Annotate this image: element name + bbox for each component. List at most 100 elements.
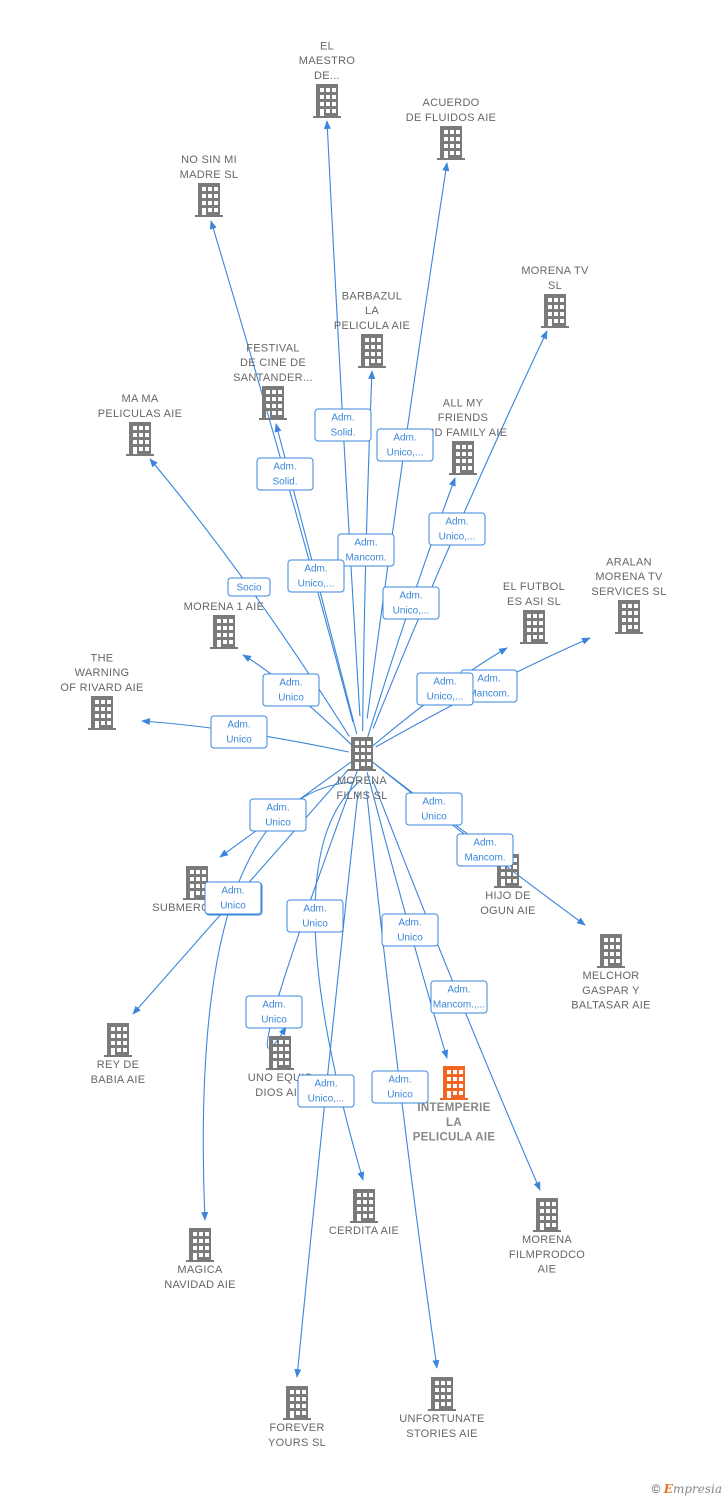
edge-role-box[interactable] xyxy=(287,559,345,593)
edge-role-box[interactable] xyxy=(262,673,320,707)
edge-role-submergence[interactable]: Adm.Unico xyxy=(249,798,307,832)
edge-role-melchor[interactable]: Adm.Mancom. xyxy=(456,833,514,867)
edge-role-box[interactable] xyxy=(227,577,271,597)
edge-role-nosinmi[interactable]: Adm.Solid. xyxy=(256,457,314,491)
edge-role-box[interactable] xyxy=(249,798,307,832)
edge-role-box[interactable] xyxy=(256,457,314,491)
node-label: PELICULAS AIE xyxy=(98,408,183,420)
building-icon[interactable] xyxy=(358,334,386,368)
edge-role-box[interactable] xyxy=(314,408,372,442)
edge-role-box[interactable] xyxy=(376,428,434,462)
edge-role-box[interactable] xyxy=(371,1070,429,1104)
node-label: MORENA TV xyxy=(521,265,589,277)
building-icon[interactable] xyxy=(104,1023,132,1057)
edge-role-text: Unico xyxy=(220,901,246,912)
edge-role-magica[interactable]: Adm.Unico xyxy=(204,881,262,915)
edge-role-box[interactable] xyxy=(405,792,463,826)
building-icon[interactable] xyxy=(440,1066,468,1100)
node-label: ARALAN xyxy=(606,556,652,568)
node-label: THE xyxy=(91,652,114,664)
edge-role-box[interactable] xyxy=(286,899,344,933)
building-icon[interactable] xyxy=(313,84,341,118)
edge-role-text: Unico xyxy=(387,1090,413,1101)
edge-role-box[interactable] xyxy=(204,881,262,915)
edge-role-forever[interactable]: Adm.Unico,... xyxy=(297,1074,355,1108)
building-icon[interactable] xyxy=(428,1377,456,1411)
edge-role-box[interactable] xyxy=(428,512,486,546)
building-icon[interactable] xyxy=(437,126,465,160)
edge-role-text: Socio xyxy=(236,583,261,594)
edge-role-box[interactable] xyxy=(297,1074,355,1108)
edge-role-unoequis[interactable]: Adm.Unico xyxy=(245,995,303,1029)
building-icon[interactable] xyxy=(283,1386,311,1420)
node-cerdita[interactable]: CERDITA AIE xyxy=(329,1189,399,1237)
building-icon[interactable] xyxy=(533,1198,561,1232)
building-icon[interactable] xyxy=(449,441,477,475)
edge-role-text: Adm. xyxy=(304,564,327,575)
building-icon[interactable] xyxy=(541,294,569,328)
node-label: BARBAZUL xyxy=(342,290,402,302)
building-icon[interactable] xyxy=(520,610,548,644)
building-icon[interactable] xyxy=(210,615,238,649)
edge-role-morena1[interactable]: Adm.Unico xyxy=(262,673,320,707)
node-maestro[interactable]: ELMAESTRODE... xyxy=(299,40,356,118)
building-icon[interactable] xyxy=(259,386,287,420)
node-morena1[interactable]: MORENA 1 AIE xyxy=(184,601,265,649)
edge-role-box[interactable] xyxy=(456,833,514,867)
building-icon[interactable] xyxy=(186,1228,214,1262)
edge-role-box[interactable] xyxy=(416,672,474,706)
edge-role-festival[interactable]: Adm. Unico,... xyxy=(287,559,345,593)
edge-role-warning[interactable]: Adm.Unico xyxy=(210,715,268,749)
edge-role-box[interactable] xyxy=(337,533,395,567)
edge-role-text: Adm. xyxy=(303,904,326,915)
edge-role-cerdita[interactable]: Adm. Unico xyxy=(286,899,344,933)
edge-role-text: Unico xyxy=(302,919,328,930)
edge-role-futbol[interactable]: Adm.Unico,... xyxy=(416,672,474,706)
building-icon[interactable] xyxy=(615,600,643,634)
edge-role-morenatv[interactable]: Adm.Unico,... xyxy=(428,512,486,546)
edge-role-unfortunate[interactable]: Adm.Unico xyxy=(371,1070,429,1104)
edge-role-box[interactable] xyxy=(245,995,303,1029)
edge-role-box[interactable] xyxy=(430,980,488,1014)
edge-role-barbazul[interactable]: Adm.Mancom. xyxy=(337,533,395,567)
edge-role-filmprodco[interactable]: Adm.Mancom.,... xyxy=(430,980,488,1014)
edge-role-hijo[interactable]: Adm.Unico xyxy=(405,792,463,826)
building-icon[interactable] xyxy=(597,934,625,968)
edge-role-intemperie[interactable]: Adm.Unico xyxy=(381,913,439,947)
building-icon[interactable] xyxy=(350,1189,378,1223)
building-icon[interactable] xyxy=(195,183,223,217)
building-icon[interactable] xyxy=(266,1036,294,1070)
edge-role-maestro[interactable]: Adm.Solid. xyxy=(314,408,372,442)
edge-role-allmy[interactable]: Adm.Unico,... xyxy=(382,586,440,620)
edge-role-box[interactable] xyxy=(381,913,439,947)
edge-role-mama[interactable]: Socio xyxy=(227,577,271,597)
edge-role-box[interactable] xyxy=(382,586,440,620)
building-icon[interactable] xyxy=(126,422,154,456)
edge-role-text: Unico,... xyxy=(298,579,335,590)
brand-name: mpresia xyxy=(672,1482,722,1496)
building-icon[interactable] xyxy=(88,696,116,730)
building-icon[interactable] xyxy=(348,737,376,771)
edge-role-box[interactable] xyxy=(210,715,268,749)
edge-role-acuerdo[interactable]: Adm.Unico,... xyxy=(376,428,434,462)
